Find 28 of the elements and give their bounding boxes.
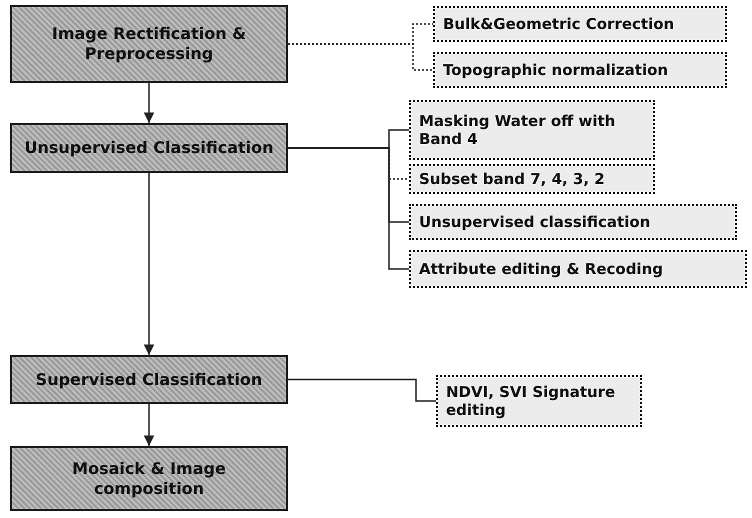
step-box xyxy=(409,250,747,288)
process-box xyxy=(10,355,288,404)
step-box xyxy=(409,164,655,194)
box-label: Unsupervised Classification xyxy=(24,138,274,158)
box-label: Unsupervised classification xyxy=(419,213,650,231)
connector xyxy=(288,147,409,270)
process-box xyxy=(10,123,288,173)
step-box xyxy=(409,100,655,160)
process-box xyxy=(10,5,288,83)
box-label: Mosaick & Image composition xyxy=(71,458,227,498)
connector xyxy=(144,83,154,123)
box-label: Topographic normalization xyxy=(443,61,668,79)
step-box xyxy=(436,375,642,427)
process-box xyxy=(10,446,288,511)
box-label: Image Rectification & Preprocessing xyxy=(50,24,248,64)
connector xyxy=(288,378,436,402)
step-box xyxy=(433,6,727,42)
box-label: Masking Water off with Band 4 xyxy=(419,112,616,148)
box-label: Supervised Classification xyxy=(36,370,262,390)
box-label: Subset band 7, 4, 3, 2 xyxy=(419,170,605,188)
connector xyxy=(288,43,433,71)
connector xyxy=(144,404,154,446)
connector xyxy=(144,173,154,355)
step-box xyxy=(433,52,727,88)
box-label: Bulk&Geometric Correction xyxy=(443,15,674,33)
box-label: NDVI, SVI Signature editing xyxy=(446,383,616,419)
step-box xyxy=(409,204,737,240)
box-label: Attribute editing & Recoding xyxy=(419,260,663,278)
